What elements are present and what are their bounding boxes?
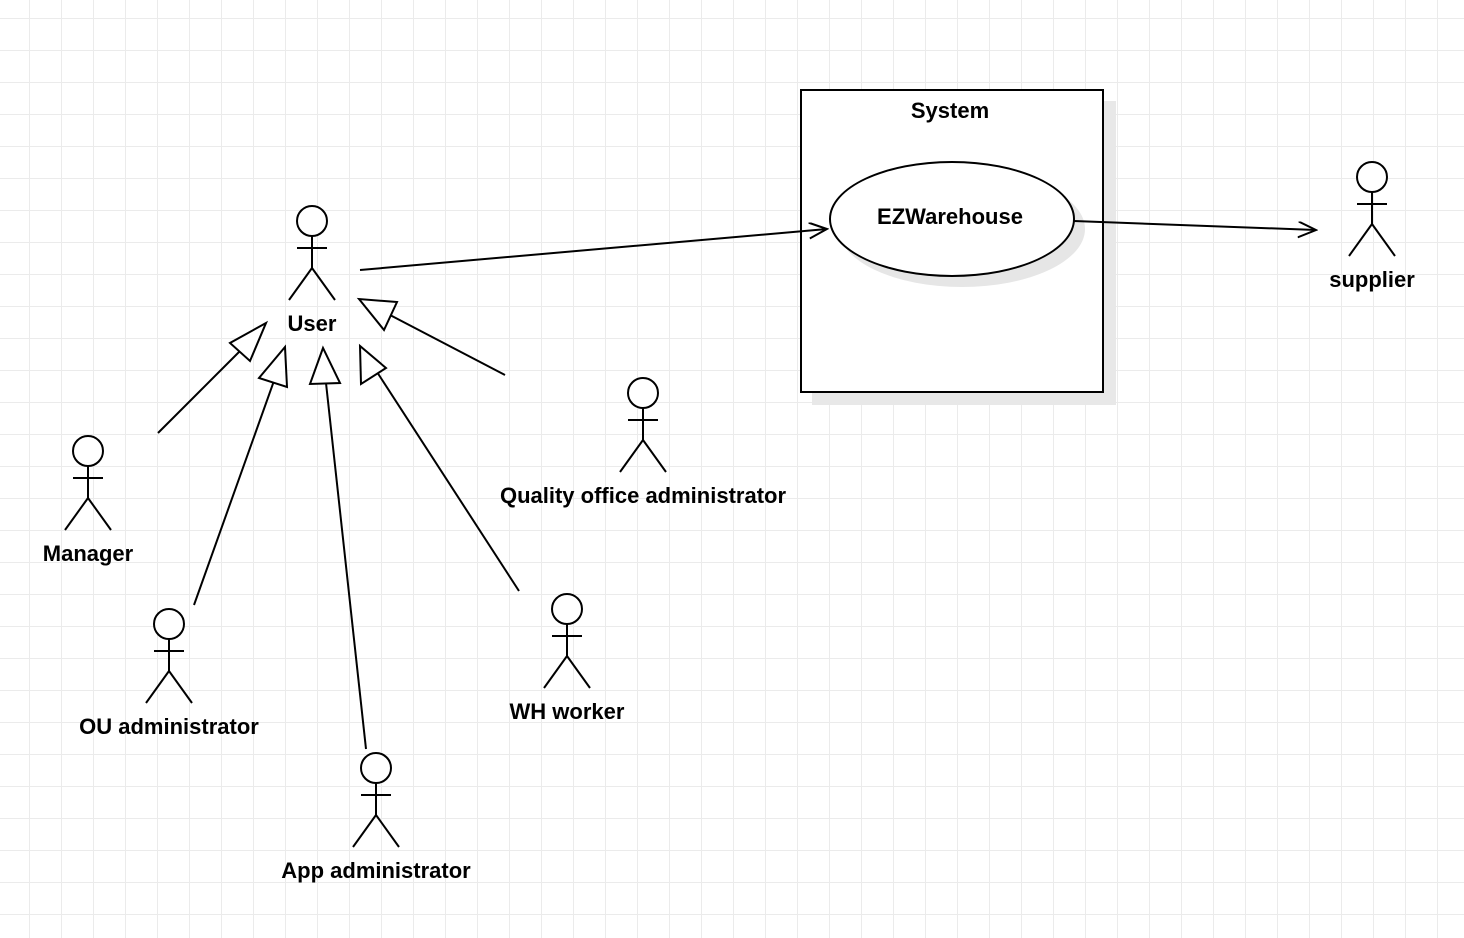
generalization-wh-worker[interactable] — [358, 343, 520, 592]
actor-manager-figure[interactable] — [64, 435, 112, 531]
actor-user-figure[interactable] — [288, 205, 336, 301]
system-title: System — [910, 98, 990, 123]
generalization-ou-administrator[interactable] — [193, 344, 289, 606]
actor-supplier-label: supplier — [1329, 267, 1415, 292]
actor-app-administrator-label: App administrator — [281, 858, 471, 883]
actor-quality-office-administrator-label: Quality office administrator — [499, 483, 787, 508]
actor-wh-worker-label: WH worker — [509, 699, 625, 724]
generalization-quality-office-administrator[interactable] — [356, 297, 506, 376]
actor-manager-label: Manager — [42, 541, 134, 566]
actor-ou-administrator-label: OU administrator — [79, 714, 259, 739]
association-user-ezwarehouse[interactable] — [359, 229, 827, 271]
actor-quality-office-administrator-figure[interactable] — [619, 377, 667, 473]
actor-supplier-figure[interactable] — [1348, 161, 1396, 257]
generalization-app-administrator[interactable] — [308, 345, 367, 750]
actor-app-administrator-figure[interactable] — [352, 752, 400, 848]
usecase-label: EZWarehouse — [877, 204, 1023, 229]
actor-ou-administrator-figure[interactable] — [145, 608, 193, 704]
actor-user-label: User — [287, 311, 337, 336]
association-ezwarehouse-supplier[interactable] — [1073, 220, 1316, 230]
actor-wh-worker-figure[interactable] — [543, 593, 591, 689]
usecase-ezwarehouse[interactable] — [829, 161, 1075, 277]
generalization-manager[interactable] — [157, 320, 269, 434]
